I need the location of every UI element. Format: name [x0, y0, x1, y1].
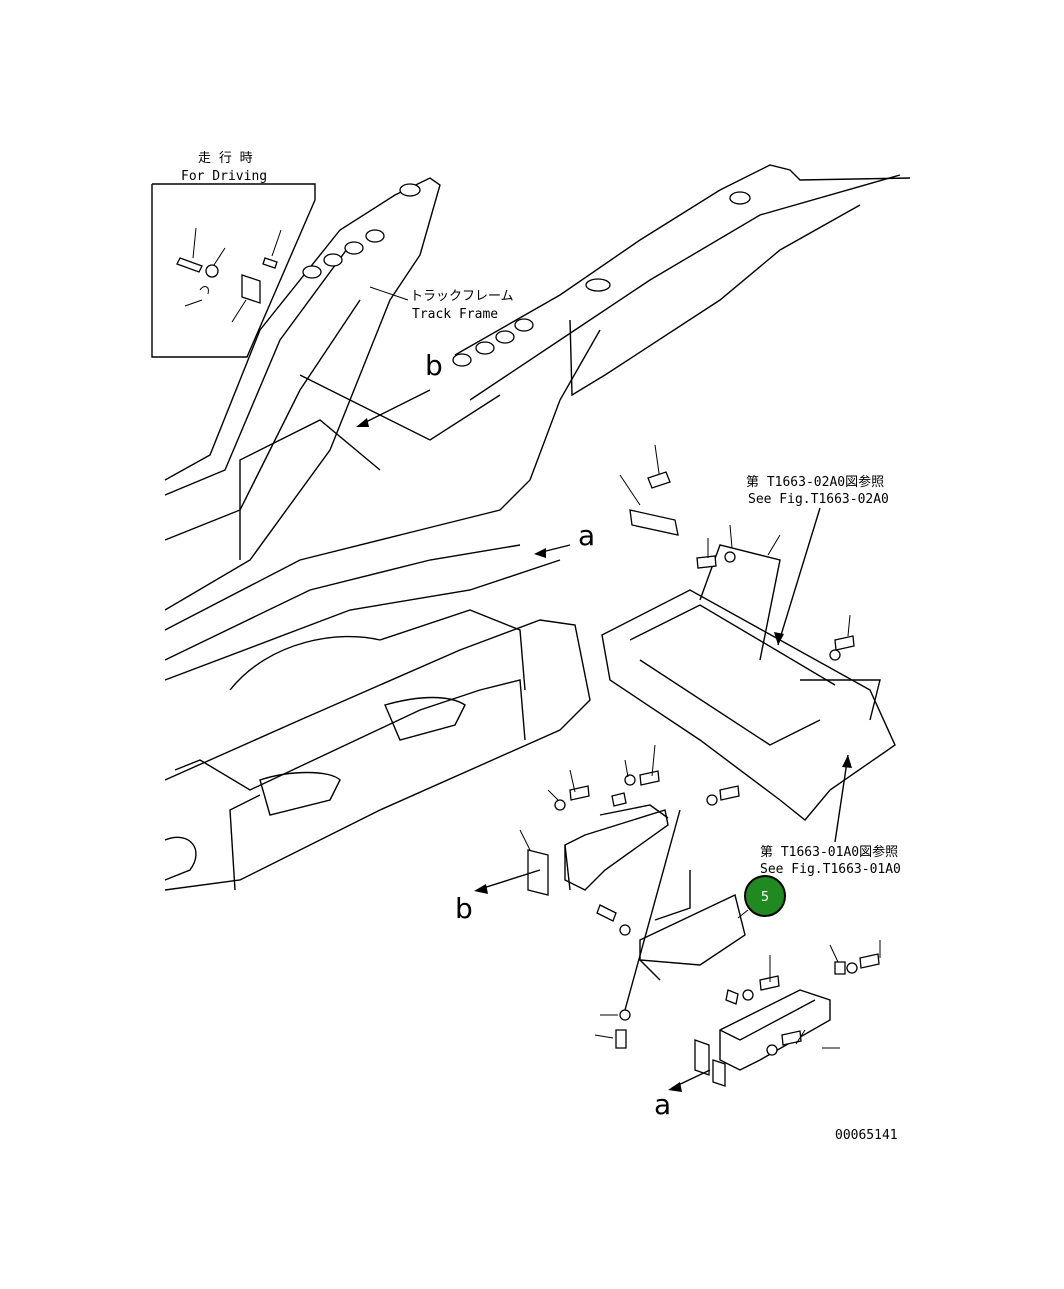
- callout-circle[interactable]: [744, 875, 786, 917]
- arrow-a-lower-label: a: [654, 1088, 671, 1121]
- track-frame-drawing: [164, 164, 911, 891]
- ref-02-en-label: See Fig.T1663-02A0: [748, 492, 889, 507]
- driving-jp-label: 走 行 時: [198, 151, 253, 166]
- drawing-number: 00065141: [835, 1128, 898, 1143]
- callout-5[interactable]: 5: [737, 875, 786, 919]
- ref-01-en-label: See Fig.T1663-01A0: [760, 862, 901, 877]
- arrow-b-upper-label: b: [425, 349, 443, 382]
- ref-01-jp-label: 第 T1663-01A0図参照: [760, 844, 898, 860]
- driving-en-label: For Driving: [181, 169, 267, 184]
- arrow-a-upper-label: a: [578, 519, 595, 552]
- track-frame-en-label: Track Frame: [412, 307, 498, 322]
- for-driving-inset: 走 行 時 For Driving: [151, 151, 316, 358]
- arrow-b-lower-label: b: [455, 892, 473, 925]
- track-frame-jp-label: トラックフレーム: [410, 289, 514, 304]
- view-arrows: b a b a: [356, 349, 711, 1121]
- ref-02-jp-label: 第 T1663-02A0図参照: [746, 474, 884, 490]
- exploded-parts: [519, 444, 896, 1087]
- callout-label: 5: [761, 890, 769, 905]
